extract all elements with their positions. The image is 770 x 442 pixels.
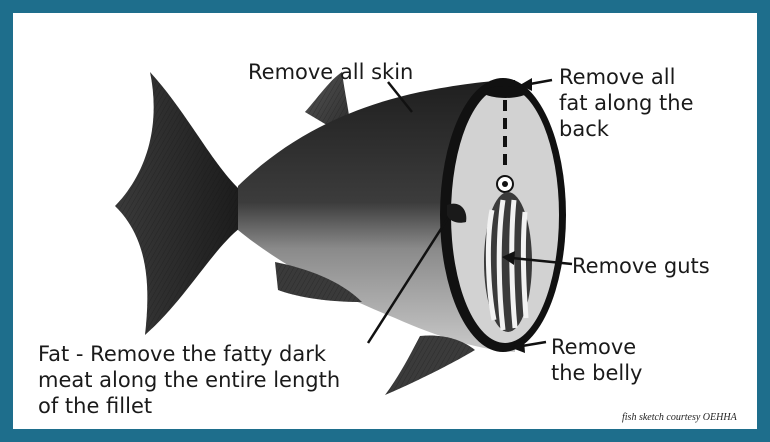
label-remove-belly-line-1: Remove xyxy=(551,334,643,360)
label-remove-skin: Remove all skin xyxy=(248,59,413,85)
image-credit: fish sketch courtesy OEHHA xyxy=(622,412,737,423)
back-fat-pointer xyxy=(530,80,552,84)
label-fat-line-3: of the fillet xyxy=(38,393,340,419)
label-fat-dark-meat: Fat - Remove the fatty dark meat along t… xyxy=(38,341,340,419)
anal-fin xyxy=(385,336,475,395)
label-remove-back-fat-line-2: fat along the xyxy=(559,90,694,116)
label-remove-back-fat-line-1: Remove all xyxy=(559,64,694,90)
label-remove-guts: Remove guts xyxy=(572,253,710,279)
label-remove-back-fat-line-3: back xyxy=(559,116,694,142)
label-fat-line-1: Fat - Remove the fatty dark xyxy=(38,341,340,367)
tail-fin xyxy=(115,72,240,335)
label-remove-belly-line-2: the belly xyxy=(551,360,643,386)
guts xyxy=(484,192,532,332)
label-remove-back-fat: Remove all fat along the back xyxy=(559,64,694,142)
label-remove-belly: Remove the belly xyxy=(551,334,643,386)
label-fat-line-2: meat along the entire length xyxy=(38,367,340,393)
cross-section xyxy=(440,78,566,352)
